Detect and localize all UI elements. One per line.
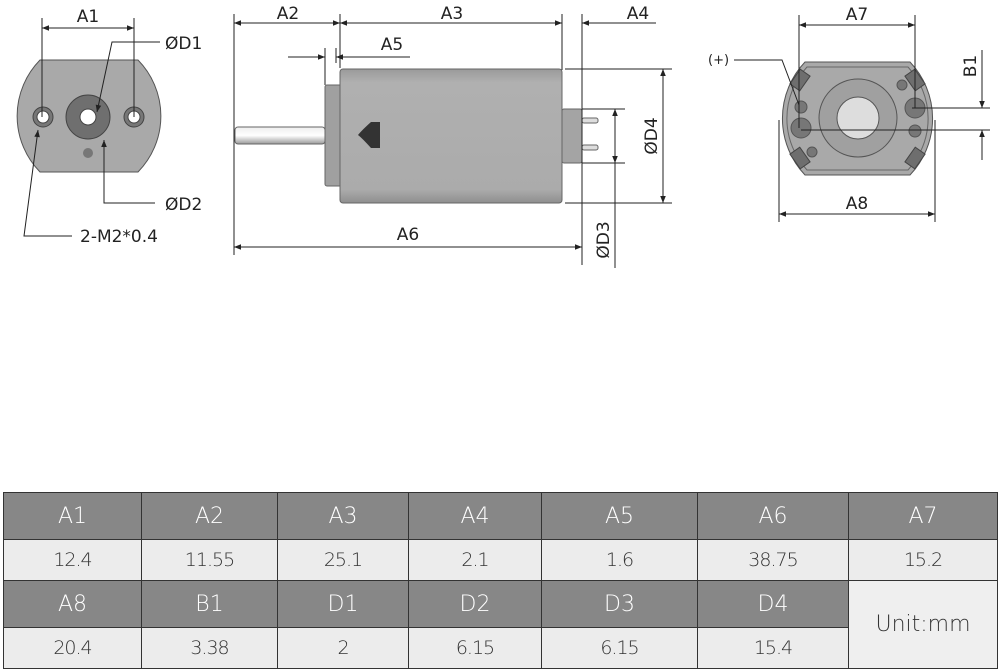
terminal-pin-1 bbox=[581, 117, 599, 124]
label-a3: A3 bbox=[441, 4, 463, 24]
label-d4: ØD4 bbox=[642, 117, 662, 154]
label-d2: ØD2 bbox=[165, 195, 202, 215]
vent-dot bbox=[83, 148, 93, 158]
table-value-cell: 20.4 bbox=[3, 627, 142, 669]
table-value-cell: 2.1 bbox=[408, 539, 542, 581]
table-value-cell: 38.75 bbox=[697, 539, 849, 581]
table-value-cell: 15.4 bbox=[697, 627, 849, 669]
label-d3: ØD3 bbox=[594, 221, 614, 258]
table-header-cell: A3 bbox=[277, 492, 409, 540]
dimension-table: A1 A2 A3 A4 A5 A6 A7 12.4 11.55 25.1 2.1… bbox=[3, 492, 998, 669]
table-header-cell: A4 bbox=[408, 492, 542, 540]
label-a1: A1 bbox=[77, 7, 99, 27]
front-flange bbox=[324, 84, 343, 187]
label-a2: A2 bbox=[277, 4, 299, 24]
table-header-cell: D2 bbox=[408, 580, 542, 628]
label-positive: (+) bbox=[708, 53, 729, 68]
table-header-row: A1 A2 A3 A4 A5 A6 A7 bbox=[3, 492, 998, 540]
table-header-cell: A1 bbox=[3, 492, 142, 540]
table-value-cell: 6.15 bbox=[541, 627, 698, 669]
table-header-cell: A8 bbox=[3, 580, 142, 628]
label-a5: A5 bbox=[381, 35, 403, 55]
table-header-cell: D3 bbox=[541, 580, 698, 628]
table-value-cell: 6.15 bbox=[408, 627, 542, 669]
rear-bushing bbox=[836, 96, 880, 140]
table-value-row: 20.4 3.38 2 6.15 6.15 15.4 bbox=[3, 627, 998, 669]
table-value-cell: 1.6 bbox=[541, 539, 698, 581]
table-value-cell: 25.1 bbox=[277, 539, 409, 581]
table-header-cell: A5 bbox=[541, 492, 698, 540]
label-a8: A8 bbox=[846, 194, 868, 214]
table-value-row: 12.4 11.55 25.1 2.1 1.6 38.75 15.2 bbox=[3, 539, 998, 581]
brush-tabs bbox=[789, 68, 926, 170]
label-thread: 2-M2*0.4 bbox=[80, 227, 158, 247]
label-a4: A4 bbox=[627, 4, 649, 24]
shaft bbox=[234, 126, 326, 145]
label-b1: B1 bbox=[961, 55, 981, 77]
table-header-cell: B1 bbox=[141, 580, 278, 628]
front-view: A1 ØD1 ØD2 2-M2*0.4 bbox=[16, 7, 202, 247]
table-value-cell: 15.2 bbox=[848, 539, 998, 581]
table-header-cell: D1 bbox=[277, 580, 409, 628]
table-header-cell: A2 bbox=[141, 492, 278, 540]
rear-cap bbox=[561, 108, 583, 164]
table-value-cell: 2 bbox=[277, 627, 409, 669]
table-value-cell: 12.4 bbox=[3, 539, 142, 581]
body-marker bbox=[358, 122, 380, 148]
unit-cell: Unit:mm bbox=[848, 580, 998, 669]
side-view: A2 A3 A4 A5 ØD4 ØD3 A6 bbox=[233, 4, 672, 268]
label-a6: A6 bbox=[397, 225, 419, 245]
table-header-cell: A7 bbox=[848, 492, 998, 540]
table-header-row: A8 B1 D1 D2 D3 D4 Unit:mm bbox=[3, 580, 998, 669]
rear-view: A7 (+) B1 A8 bbox=[708, 5, 990, 222]
label-a7: A7 bbox=[846, 5, 868, 25]
shaft-hole bbox=[79, 108, 97, 126]
label-d1: ØD1 bbox=[165, 34, 202, 54]
table-header-cell: A6 bbox=[697, 492, 849, 540]
table-value-cell: 3.38 bbox=[141, 627, 278, 669]
table-value-cell: 11.55 bbox=[141, 539, 278, 581]
table-header-cell: D4 bbox=[697, 580, 849, 628]
terminal-pin-2 bbox=[581, 144, 599, 151]
motor-dimension-drawing: A1 ØD1 ØD2 2-M2*0.4 A2 A3 A4 A5 ØD4 bbox=[16, 4, 990, 268]
